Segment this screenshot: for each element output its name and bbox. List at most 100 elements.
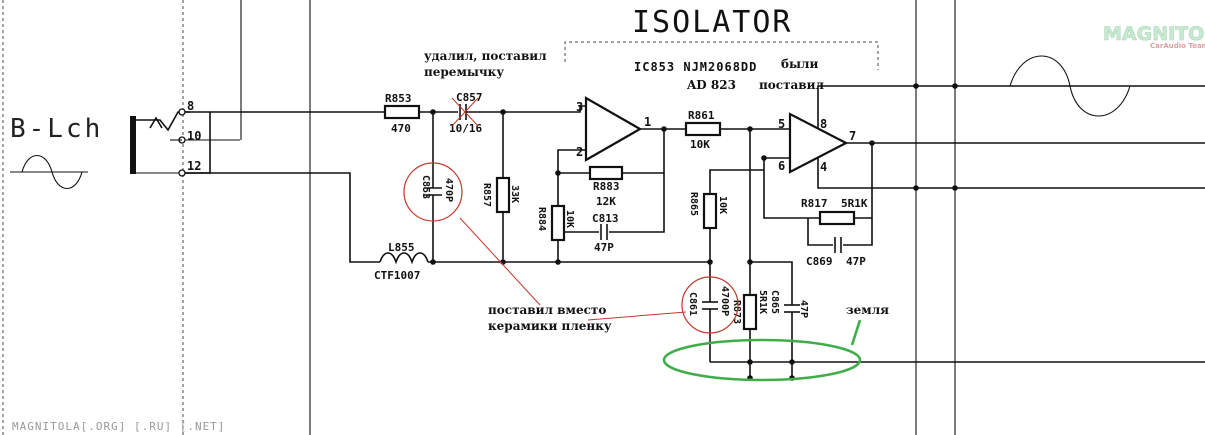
- ic-dashed-box: [564, 41, 879, 70]
- r857-value: 33K: [509, 185, 520, 203]
- jack-pin-label: 10: [187, 129, 201, 143]
- opamp1-pin-label: 3: [576, 100, 583, 114]
- note-film-line2: керамики пленку: [488, 319, 612, 333]
- r865-ref: R865: [688, 192, 699, 216]
- feedback-wire: [612, 128, 665, 174]
- note-ground: земля: [846, 303, 889, 317]
- opamp1-pin-label: 2: [576, 145, 583, 159]
- r861-ref: R861: [688, 109, 715, 122]
- junction-dot: [913, 83, 919, 89]
- c869-value: 47P: [846, 255, 866, 268]
- r883-value: 12K: [596, 195, 616, 208]
- wire: [807, 218, 833, 246]
- junction-dot: [747, 359, 753, 365]
- r817-value: 5R1K: [841, 197, 868, 210]
- resistor-r884: [550, 204, 566, 242]
- opamp-1: [584, 96, 643, 162]
- note-installed: поставил: [759, 78, 825, 92]
- junction-dot: [952, 83, 958, 89]
- jack-tip-icon: [149, 116, 163, 129]
- junction-dot: [747, 259, 753, 265]
- r861-value: 10K: [690, 138, 710, 151]
- ground-highlight-ellipse: [662, 338, 862, 382]
- c861-value: 4700P: [719, 286, 730, 316]
- note-removed-line2: перемычку: [424, 65, 504, 79]
- l855-ref: L855: [388, 241, 415, 254]
- wire: [609, 173, 665, 233]
- wire: [466, 105, 586, 113]
- wire: [557, 149, 586, 212]
- jack-pin-label: 8: [187, 99, 194, 113]
- r853-value: 470: [391, 122, 411, 135]
- r865-value: 10K: [717, 196, 728, 214]
- c869-ref: C869: [806, 255, 833, 268]
- supply-wire: [817, 85, 1205, 128]
- l855-value: CTF1007: [374, 269, 420, 282]
- note-film-line1: поставил вместо: [488, 303, 606, 317]
- junction-dot: [430, 259, 436, 265]
- r873-ref: R873: [731, 300, 742, 324]
- wire: [843, 218, 873, 246]
- schematic-title: ISOLATOR: [632, 5, 793, 40]
- inductor-l855: [379, 252, 429, 265]
- jack-pin-8: [178, 108, 186, 116]
- resistor-r857: [495, 176, 511, 214]
- resistor-r861: [684, 121, 722, 137]
- c853-ref: C853: [420, 175, 431, 199]
- channel-label: B-Lch: [10, 114, 103, 144]
- note-removed-line1: удалил, поставил: [424, 49, 547, 63]
- c853-value: 470P: [443, 178, 454, 202]
- r857-ref: R857: [481, 183, 492, 207]
- magnitola-logo: MAGNITOLA: [1103, 23, 1205, 45]
- c857-value: 10/16: [449, 122, 482, 135]
- magnitola-logo-sub: CarAudio Team: [1150, 42, 1205, 50]
- supply-wire: [817, 158, 1205, 189]
- annotation-leader: [587, 311, 687, 321]
- channel-sine-icon: [21, 154, 83, 190]
- resistor-r865: [702, 192, 718, 230]
- resistor-r883: [588, 165, 624, 181]
- wire: [709, 169, 764, 194]
- r884-value: 10K: [564, 210, 575, 228]
- ic-label: IC853 NJM2068DD: [634, 60, 757, 74]
- watermark: MAGNITOLA[.ORG] [.RU] [.NET]: [12, 420, 225, 433]
- r884-ref: R884: [536, 207, 547, 231]
- opamp2-pin-label: 8: [820, 117, 827, 131]
- opamp2-pin-label: 6: [778, 159, 785, 173]
- jack-body: [130, 116, 136, 174]
- junction-dot: [555, 170, 561, 176]
- opamp2-pin-label: 5: [778, 117, 785, 131]
- r817-ref: R817: [801, 197, 828, 210]
- opamp2-pin-label: 4: [820, 160, 827, 174]
- junction-dot: [913, 185, 919, 191]
- r853-ref: R853: [385, 92, 412, 105]
- note-ad823: AD 823: [686, 78, 736, 92]
- c865-value: 47P: [798, 300, 809, 318]
- resistor-r873: [742, 293, 758, 331]
- c857-ref: C857: [456, 91, 483, 104]
- annotation-leader: [459, 217, 541, 306]
- r883-ref: R883: [593, 180, 620, 193]
- annotation-circle-c853: [403, 162, 463, 222]
- resistor-r853: [383, 104, 421, 120]
- wire: [750, 261, 793, 305]
- removed-cross-mark: [451, 97, 479, 127]
- wire: [763, 157, 820, 219]
- opamp1-pin-label: 1: [644, 115, 651, 129]
- junction-dot: [789, 359, 795, 365]
- c813-value: 47P: [594, 241, 614, 254]
- junction-dot: [952, 185, 958, 191]
- junction-dot: [761, 155, 767, 161]
- c865-ref: C865: [769, 290, 780, 314]
- note-was: были: [781, 57, 818, 71]
- opamp-2: [788, 112, 849, 174]
- jack-pin-12: [178, 169, 186, 177]
- ground-leader: [850, 319, 862, 346]
- annotation-circle-c861: [681, 276, 739, 334]
- resistor-r817: [818, 210, 856, 226]
- ground-wire: [185, 172, 380, 263]
- c813-ref: C813: [592, 212, 619, 225]
- c861-ref: C861: [687, 292, 698, 316]
- opamp2-pin-label: 7: [849, 129, 856, 143]
